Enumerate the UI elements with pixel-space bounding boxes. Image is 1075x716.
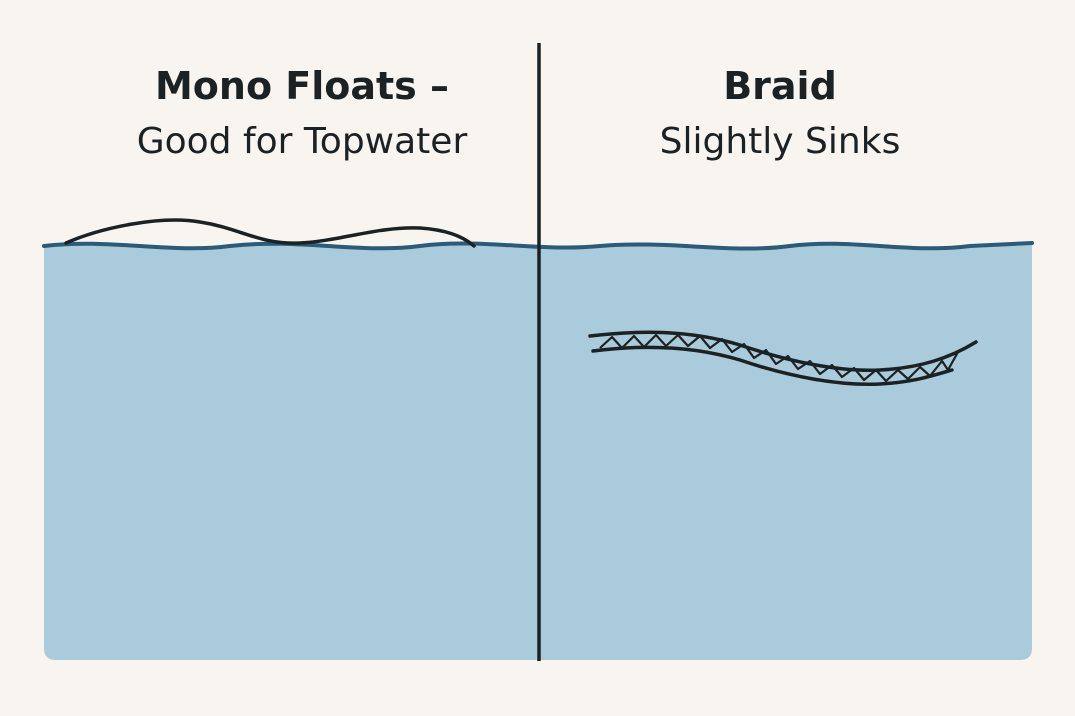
- mono-panel-title: Mono Floats – Good for Topwater: [52, 58, 552, 170]
- braid-title-line1: Braid: [723, 64, 837, 108]
- braid-line-icon: [588, 330, 978, 387]
- braid-title-line2: Slightly Sinks: [659, 121, 901, 162]
- mono-title-line2: Good for Topwater: [136, 121, 468, 162]
- water-surface-line: [42, 241, 1034, 251]
- mono-line-icon: [64, 218, 476, 248]
- braid-panel-title: Braid Slightly Sinks: [530, 58, 1030, 170]
- mono-title-line1: Mono Floats –: [154, 64, 450, 108]
